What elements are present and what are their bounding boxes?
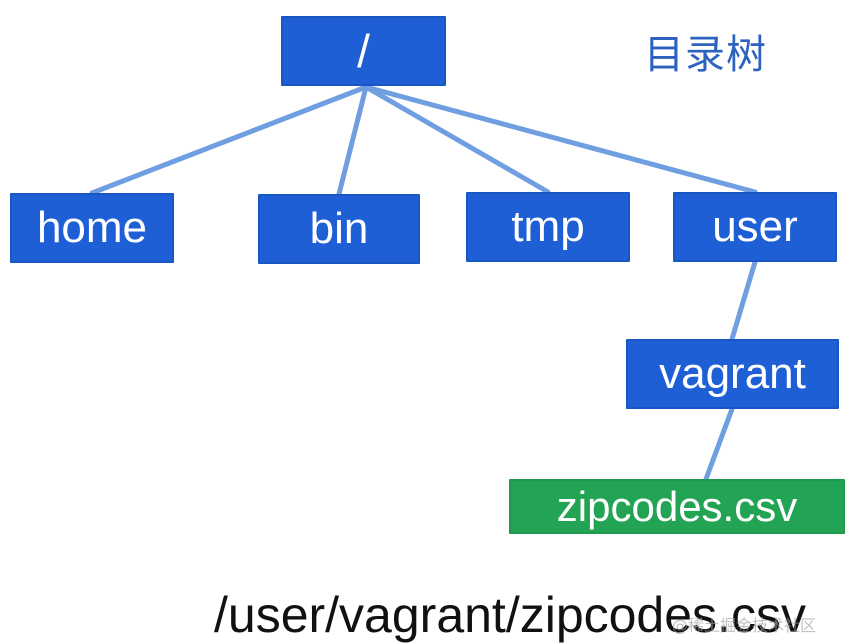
node-user: user — [673, 192, 837, 262]
node-root: / — [281, 16, 446, 86]
node-tmp: tmp — [466, 192, 630, 262]
edge-root-home — [89, 84, 369, 196]
edge-root-user — [363, 84, 758, 195]
diagram-title: 目录树 — [644, 32, 767, 78]
node-zipcodes-file: zipcodes.csv — [509, 479, 845, 534]
watermark-text: @稀土掘金技术社区 — [672, 616, 817, 635]
edge-root-tmp — [363, 84, 551, 195]
node-vagrant: vagrant — [626, 339, 839, 409]
node-bin: bin — [258, 194, 420, 264]
edge-root-bin — [336, 84, 369, 197]
node-home: home — [10, 193, 174, 263]
edge-vagrant-zipcodes — [703, 406, 735, 482]
full-path-caption: /user/vagrant/zipcodes.csv — [214, 587, 806, 643]
edge-user-vagrant — [729, 259, 758, 342]
